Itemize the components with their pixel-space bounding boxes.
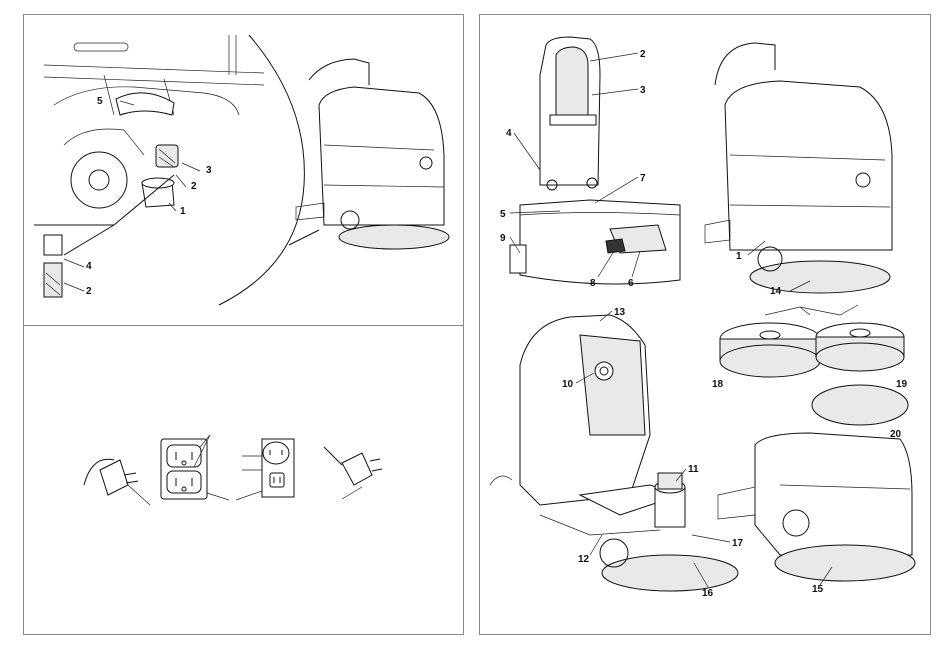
callout-14: 14	[770, 286, 782, 297]
callout-2: 2	[640, 49, 646, 60]
callout-18: 18	[712, 379, 724, 390]
callout-17: 17	[732, 538, 744, 549]
left-illustrations: 5 3 2 1 4 2	[24, 15, 465, 636]
callout-6: 6	[628, 278, 634, 289]
right-illustrations: 2 3 4 7 5 9 8 6 1 14	[480, 15, 932, 636]
callout-8: 8	[590, 278, 596, 289]
callout-9: 9	[500, 233, 506, 244]
callout-13: 13	[614, 307, 626, 318]
callout-2b: 2	[86, 286, 92, 297]
callout-5: 5	[97, 96, 103, 107]
callout-12: 12	[578, 554, 590, 565]
callout-3: 3	[640, 85, 646, 96]
callout-11: 11	[688, 464, 699, 475]
callout-4: 4	[506, 128, 512, 139]
callout-1: 1	[736, 251, 742, 262]
callout-4: 4	[86, 261, 92, 272]
callout-1: 1	[180, 206, 186, 217]
closed-machine-illustration	[705, 43, 892, 293]
callout-15: 15	[812, 584, 824, 595]
right-panel: 2 3 4 7 5 9 8 6 1 14	[479, 14, 931, 635]
rear-open-machine-illustration	[490, 315, 738, 591]
filter-detail-illustration	[34, 35, 449, 305]
callout-5: 5	[500, 209, 506, 220]
open-tank-illustration	[510, 37, 680, 284]
callout-16: 16	[702, 588, 714, 599]
brush-pad-illustration	[720, 305, 908, 425]
callout-2: 2	[191, 181, 197, 192]
callout-19: 19	[896, 379, 908, 390]
callout-3: 3	[206, 165, 212, 176]
electrical-plugs-illustration	[84, 435, 382, 505]
callout-7: 7	[640, 173, 646, 184]
callout-10: 10	[562, 379, 574, 390]
closed-machine-lower-illustration	[718, 433, 915, 581]
left-panel: 5 3 2 1 4 2	[23, 14, 464, 635]
